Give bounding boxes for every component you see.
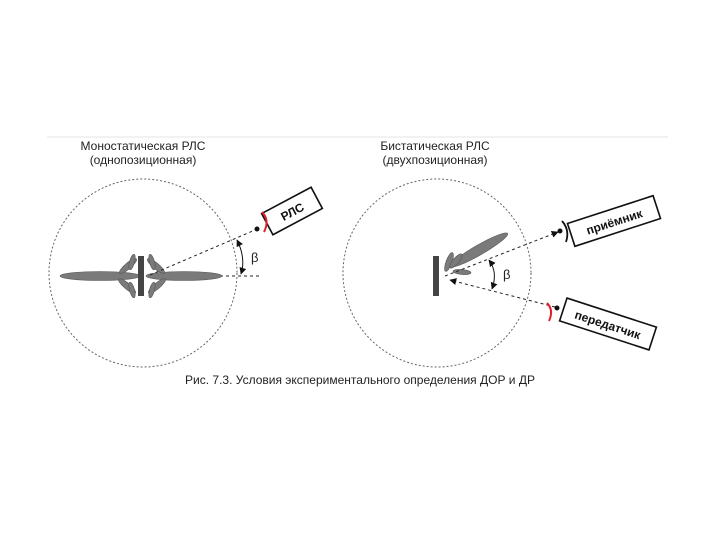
side-lobe [148,253,156,271]
bistatic-subtitle: (двухпозиционная) [382,153,487,167]
figure-caption: Рис. 7.3. Условия экспериментального опр… [185,373,535,387]
receiver-box [566,194,662,248]
monostatic-angle-arc [236,239,247,275]
bistatic-circle [342,178,532,368]
side-lobe [128,253,136,271]
side-lobe [148,281,156,299]
transmitter-point [554,305,560,311]
bistatic-angle-arc [488,259,498,290]
side-lobe [128,281,136,299]
monostatic-panel: Моностатическая РЛС (однопозиционная) β [48,139,324,368]
receiver-sight-line [444,231,559,277]
bistatic-beta-label: β [503,267,510,282]
bistatic-title: Бистатическая РЛС [380,139,490,153]
receiver-point [557,228,563,234]
bistatic-radiation-pattern [444,232,508,275]
monostatic-radar-point [254,226,260,232]
receiver-wave-arc [561,220,569,243]
transmitter-sight-line [449,278,556,308]
radar-wave-arc [261,211,268,233]
main-lobe-left [59,271,141,281]
side-lobe [449,253,463,269]
monostatic-title: Моностатическая РЛС [81,139,206,153]
transmitter-box [558,297,658,351]
monostatic-radiation-pattern [59,253,223,299]
monostatic-sight-line [149,229,256,276]
monostatic-target [138,256,144,296]
bistatic-panel: Бистатическая РЛС (двухпозиционная) β пр… [342,139,662,368]
bistatic-target [433,256,439,296]
monostatic-subtitle: (однопозиционная) [90,153,197,167]
monostatic-beta-label: β [251,250,258,265]
main-lobe-right [145,271,223,281]
transmitter-wave-arc [546,302,553,322]
